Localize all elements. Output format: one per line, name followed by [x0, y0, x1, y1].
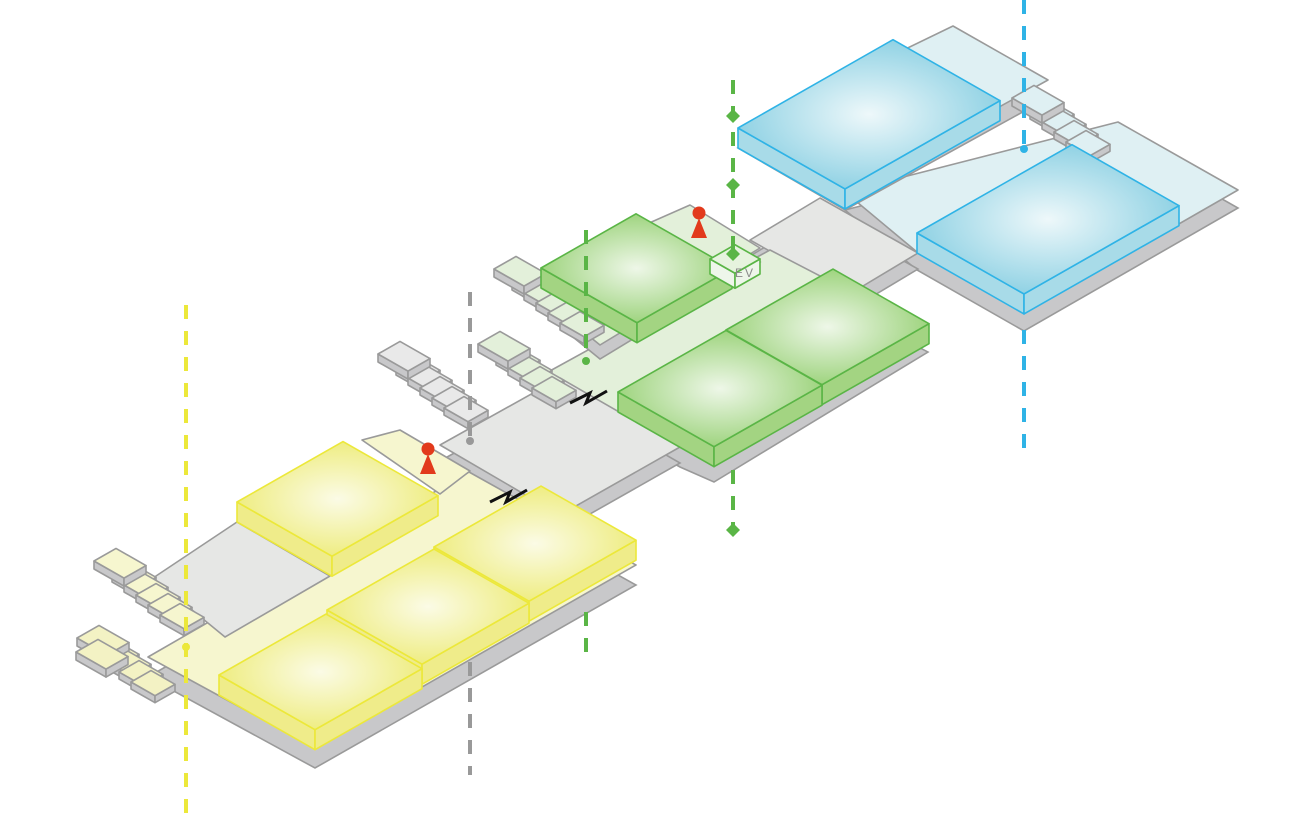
blue-line-node	[1020, 145, 1028, 153]
elevator-diamond-2	[726, 247, 740, 261]
person-marker-green-body	[691, 218, 707, 238]
stair-yellow-upper-landing-top	[93, 547, 147, 579]
grey-line-node	[466, 437, 474, 445]
yellow-line-node	[182, 643, 190, 651]
stairs	[75, 84, 1111, 704]
elevator-diamond-0	[726, 109, 740, 123]
yellow-strip	[361, 429, 471, 495]
stair-yellow-lower-step-top	[130, 669, 176, 697]
elevator-label: EV	[735, 266, 755, 280]
green-volume-b-top	[617, 329, 823, 448]
elevator-diamond-3	[726, 523, 740, 537]
yellow-volume-a-top	[236, 440, 439, 557]
break-symbol-upper	[569, 389, 608, 407]
yellow-volume-b-top	[433, 485, 637, 602]
vertical-circulation-lines	[182, 0, 1028, 815]
yellow-volume-d-top	[218, 613, 423, 731]
blue-volume-b-top	[916, 143, 1180, 295]
break-symbol-lower	[489, 488, 528, 506]
stair-yellow-lower-top-top	[75, 638, 129, 670]
stair-green-lower-landing-top	[477, 330, 531, 362]
stair-grey-step-top	[443, 395, 489, 423]
markers	[420, 206, 707, 506]
person-marker-green-head	[692, 206, 706, 220]
person-marker-yellow-body	[420, 454, 436, 474]
yellow-volume-c-top	[326, 548, 530, 665]
stair-green-lower-step-top	[531, 375, 577, 403]
blue-volume-a-top	[737, 38, 1001, 190]
stair-grey-landing-top	[377, 340, 431, 372]
stair-green-step-top	[559, 310, 605, 338]
stair-yellow-upper-step-top	[159, 602, 205, 630]
elevator-diamond-1	[726, 178, 740, 192]
green-line-node	[582, 357, 590, 365]
person-marker-yellow-head	[421, 442, 435, 456]
volumes	[218, 38, 1180, 751]
stair-blue-landing-top	[1011, 84, 1065, 116]
